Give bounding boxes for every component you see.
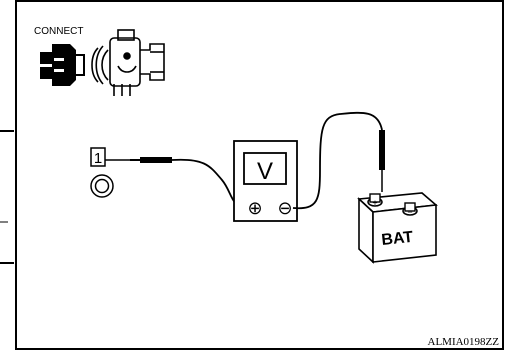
connector-terminal-icon: 1 <box>90 147 140 198</box>
test-probe-left <box>130 157 172 163</box>
voltmeter-negative-terminal: ⊖ <box>277 198 292 218</box>
socket-body <box>91 29 165 96</box>
battery-label: BAT <box>381 229 415 249</box>
battery-negative-symbol: − <box>407 207 412 217</box>
wire-negative <box>292 111 383 210</box>
plug-body <box>40 44 85 86</box>
figure-frame <box>15 0 504 350</box>
terminal-pin-inner <box>94 178 110 194</box>
battery-icon: + − BAT <box>357 192 438 264</box>
connect-label: CONNECT <box>34 26 83 37</box>
voltmeter-icon: V ⊕ ⊖ <box>233 140 298 222</box>
terminal-label: 1 <box>94 150 102 167</box>
voltmeter-label: V <box>257 158 273 185</box>
test-probe-right <box>379 130 385 192</box>
battery-positive-symbol: + <box>372 198 377 208</box>
voltmeter-positive-terminal: ⊕ <box>247 198 262 218</box>
connector-plug-and-socket-icon: CONNECT <box>34 26 165 96</box>
voltmeter-display <box>243 152 287 185</box>
figure-reference: ALMIA0198ZZ <box>428 336 500 348</box>
terminal-number-box <box>90 147 106 167</box>
